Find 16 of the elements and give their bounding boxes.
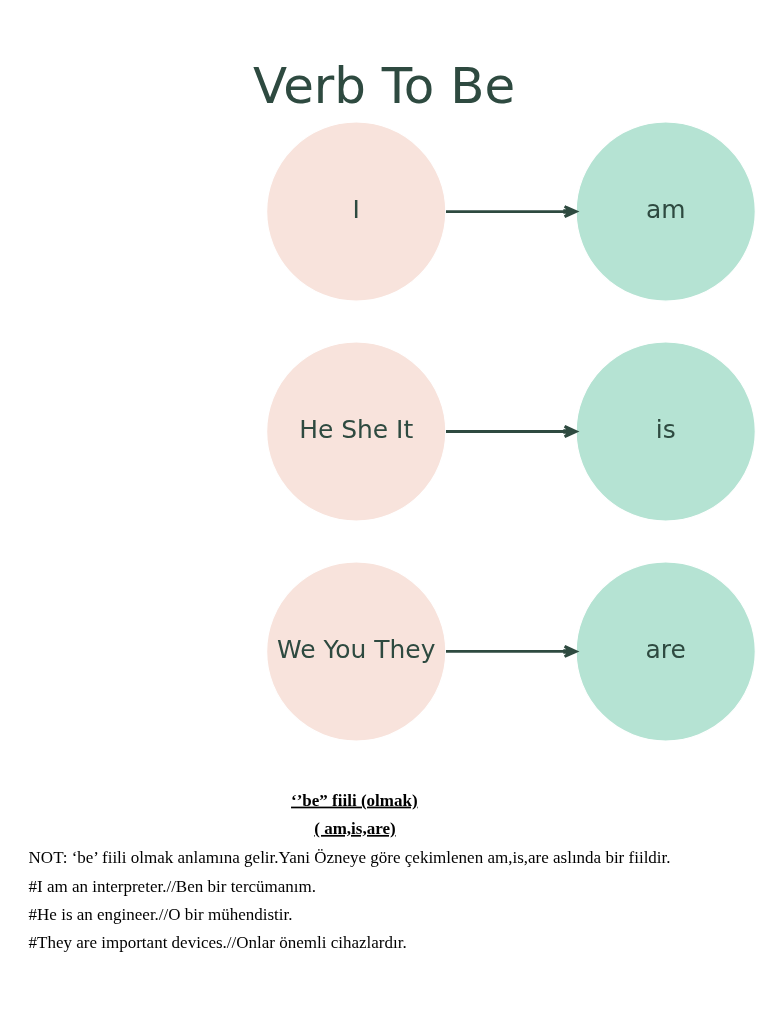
node-circle: We You They	[266, 561, 447, 742]
node-circle: I	[266, 121, 447, 302]
diagram-title: Verb To Be	[252, 56, 516, 115]
node-circle: is	[575, 341, 756, 522]
label: ( am,is,are)	[314, 818, 396, 838]
label: #I am an interpreter.//Ben bir tercümanım.	[28, 876, 317, 896]
label: #They are important devices.//Onlar önemli cihazlardır.	[28, 933, 407, 953]
arrow	[446, 644, 578, 658]
label: #He is an engineer.//O bir mühendistir.	[28, 905, 293, 925]
node-circle: are	[575, 561, 756, 742]
arrow	[446, 425, 578, 439]
label: NOT: ‘be’ fiili olmak anlamına gelir.Yani Özneye göre çekimlenen am,is,are aslında bir fiildir.	[28, 848, 671, 868]
arrow	[446, 205, 578, 219]
node-circle: He She It	[266, 341, 447, 522]
label: ‘’be” fiili (olmak)	[291, 790, 418, 810]
node-circle: am	[575, 121, 756, 302]
